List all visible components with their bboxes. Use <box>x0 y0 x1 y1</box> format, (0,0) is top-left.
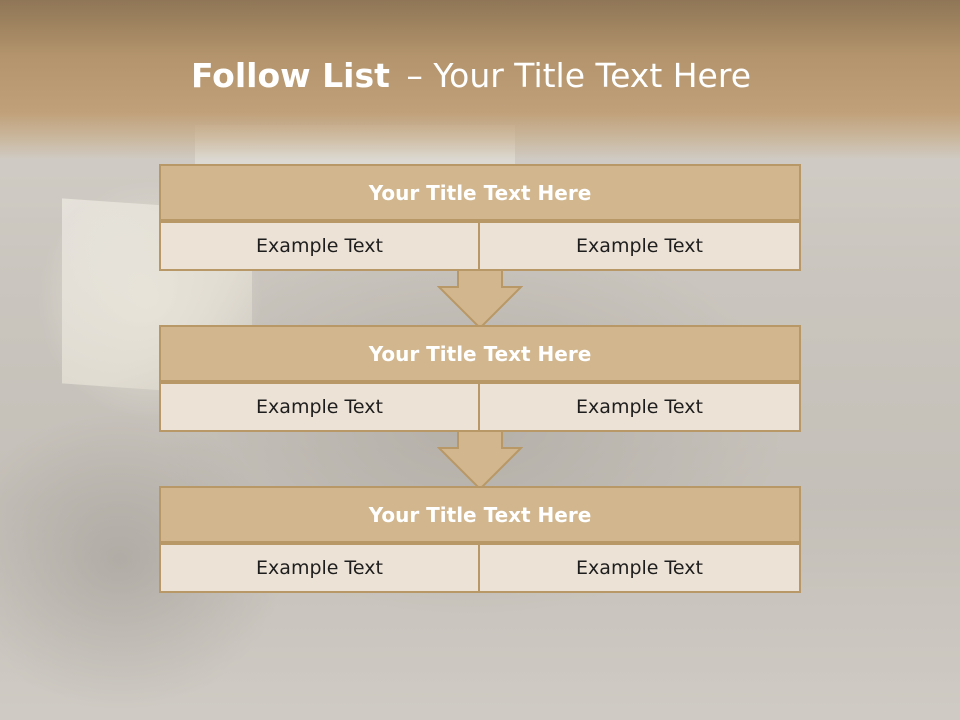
step-row-3: Example Text Example Text <box>159 543 801 593</box>
step-3-left-cell: Example Text <box>159 543 480 593</box>
step-block-1: Your Title Text Here Example Text Exampl… <box>159 164 801 271</box>
step-title-3: Your Title Text Here <box>159 486 801 543</box>
down-arrow-icon-1 <box>437 270 523 330</box>
down-arrow-icon-2 <box>437 431 523 491</box>
step-block-2: Your Title Text Here Example Text Exampl… <box>159 325 801 432</box>
step-title-2: Your Title Text Here <box>159 325 801 382</box>
step-2-left-cell: Example Text <box>159 382 480 432</box>
title-band <box>0 0 960 160</box>
slide-title-rest: – Your Title Text Here <box>406 56 752 95</box>
slide-title: Follow List – Your Title Text Here <box>0 54 942 98</box>
step-3-right-cell: Example Text <box>480 543 801 593</box>
step-title-1: Your Title Text Here <box>159 164 801 221</box>
step-2-right-cell: Example Text <box>480 382 801 432</box>
step-1-right-cell: Example Text <box>480 221 801 271</box>
step-row-2: Example Text Example Text <box>159 382 801 432</box>
step-row-1: Example Text Example Text <box>159 221 801 271</box>
step-block-3: Your Title Text Here Example Text Exampl… <box>159 486 801 593</box>
step-1-left-cell: Example Text <box>159 221 480 271</box>
slide-title-bold: Follow List <box>190 56 390 95</box>
